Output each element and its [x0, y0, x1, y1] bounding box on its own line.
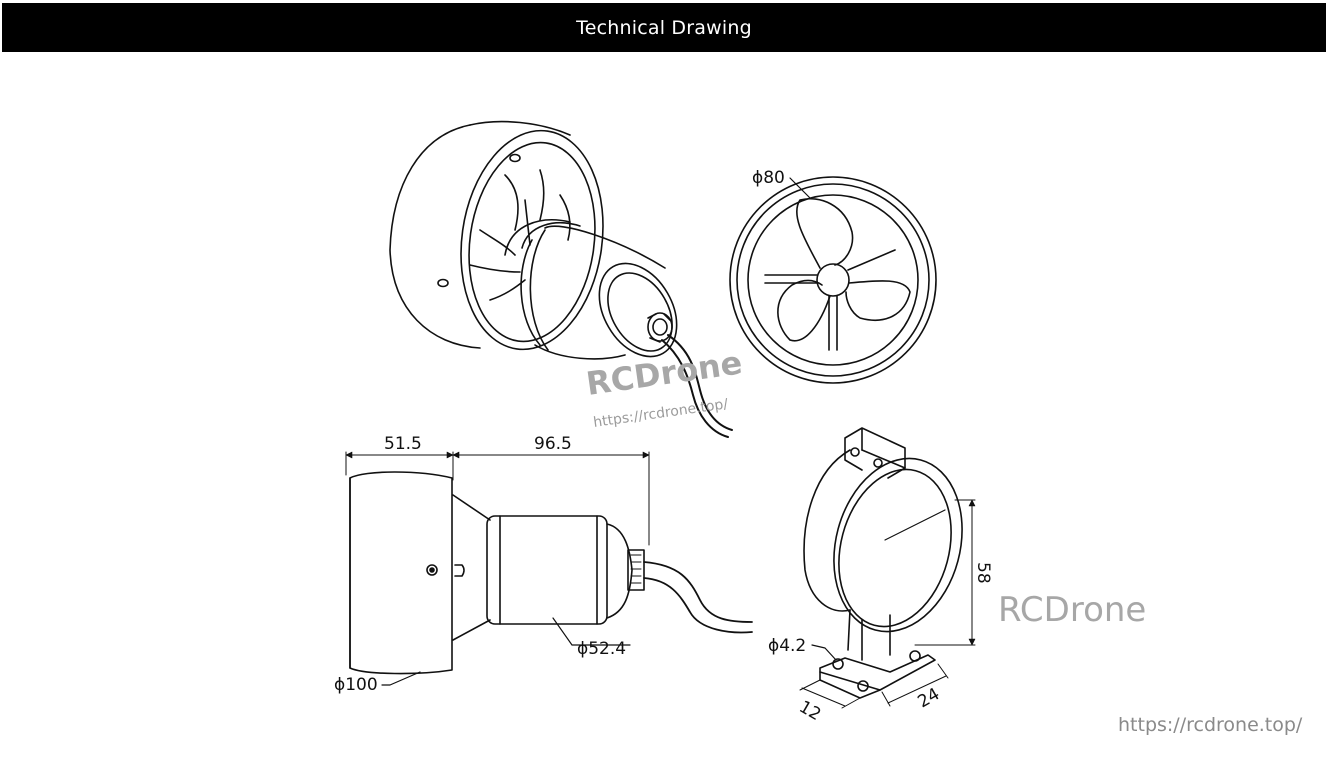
diameter-duct-label: ϕ100 — [334, 675, 378, 695]
bracket-depth-label: 12 — [796, 697, 825, 725]
diameter-motor-label: ϕ52.4 — [577, 639, 626, 659]
mounting-bracket-view — [799, 427, 976, 709]
page-header: Technical Drawing — [2, 3, 1326, 52]
diameter-front-label: ϕ80 — [752, 168, 785, 188]
thruster-front-view — [729, 176, 937, 384]
thruster-isometric-view — [389, 120, 733, 438]
watermark-brand-side: RCDrone — [998, 590, 1146, 630]
watermark-url-bottom: https://rcdrone.top/ — [1118, 714, 1303, 736]
hole-diameter-label: ϕ4.2 — [768, 636, 806, 656]
bracket-height-label: 58 — [973, 562, 993, 584]
thruster-side-view — [345, 451, 753, 686]
page-title: Technical Drawing — [576, 16, 752, 39]
length-duct-label: 51.5 — [384, 434, 422, 454]
length-motor-label: 96.5 — [534, 434, 572, 454]
